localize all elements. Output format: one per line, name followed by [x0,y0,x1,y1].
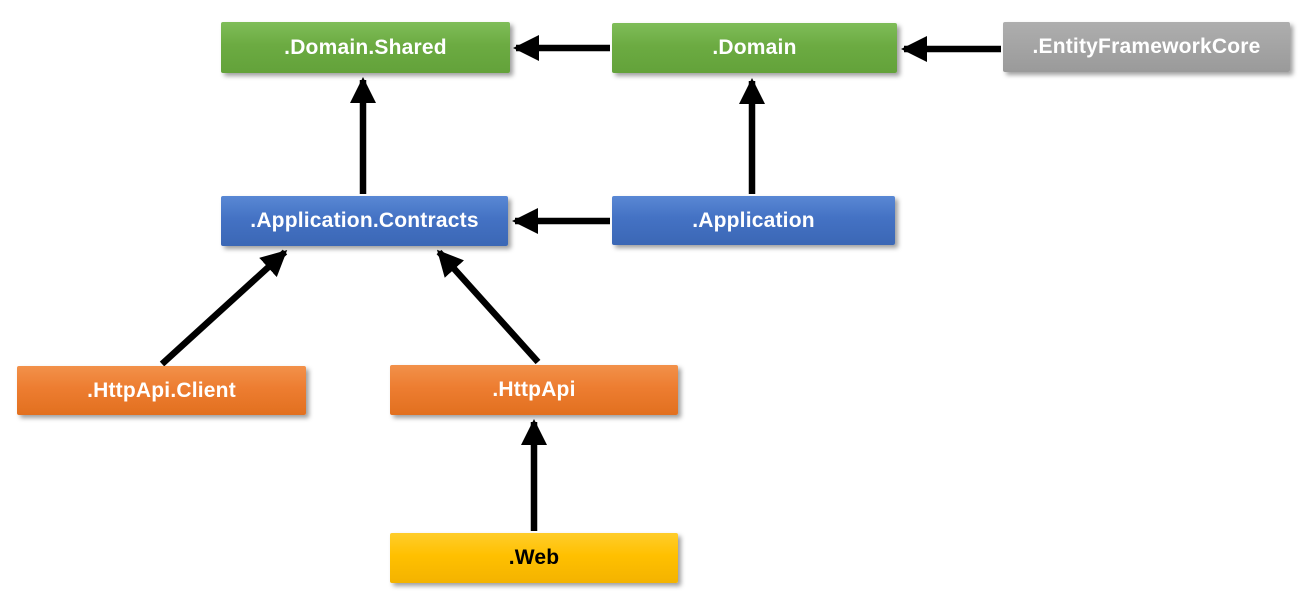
node-entity-framework-core-label: .EntityFrameworkCore [1032,35,1261,58]
arrow-httpapi-client-to-app-contracts [159,249,288,367]
node-web-label: .Web [508,546,560,569]
node-application-contracts-label: .Application.Contracts [250,209,479,232]
node-httpapi-client: .HttpApi.Client [17,366,306,415]
node-httpapi-client-label: .HttpApi.Client [87,378,236,402]
node-domain-label: .Domain [712,36,797,59]
node-web: .Web [390,533,678,583]
node-domain-shared-label: .Domain.Shared [284,35,447,59]
arrow-httpapi-to-app-contracts [436,249,541,365]
node-httpapi-label: .HttpApi [492,378,576,401]
node-application-contracts: .Application.Contracts [221,196,508,246]
node-domain-shared: .Domain.Shared [221,22,510,73]
node-entity-framework-core: .EntityFrameworkCore [1003,22,1290,72]
node-application-label: .Application [692,208,815,232]
node-domain: .Domain [612,23,897,73]
node-httpapi: .HttpApi [390,365,678,415]
node-application: .Application [612,196,895,245]
